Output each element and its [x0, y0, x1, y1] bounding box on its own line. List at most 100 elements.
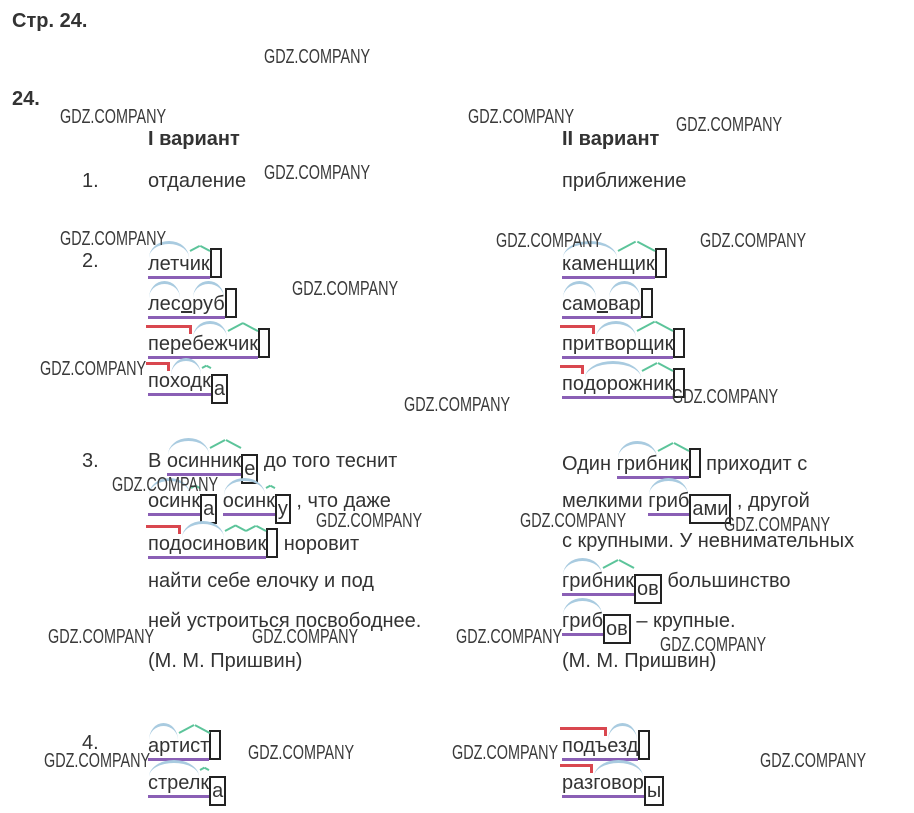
left-column-line: отдаление	[148, 168, 246, 194]
word-ending-box	[654, 248, 667, 278]
watermark: GDZ.COMPANY	[292, 278, 399, 300]
word-root: вар	[608, 293, 641, 315]
watermark: GDZ.COMPANY	[44, 750, 151, 772]
variant-left-heading: I вариант	[148, 128, 240, 150]
text-segment: найти себе елочку и под	[148, 570, 374, 592]
word-ending-box: а	[209, 776, 227, 806]
word-stem: осинк	[148, 490, 201, 516]
text-segment: , другой	[731, 490, 810, 512]
watermark: GDZ.COMPANY	[48, 626, 155, 648]
word-suffix: ик	[246, 533, 267, 555]
word-stem: каменщик	[562, 253, 655, 279]
word-ending-box: ов	[603, 614, 631, 644]
watermark: GDZ.COMPANY	[316, 510, 423, 532]
right-column-line: каменщик	[562, 248, 667, 279]
watermark: GDZ.COMPANY	[672, 386, 779, 408]
word-suffix: щик	[618, 253, 655, 275]
word-stem: перебежчик	[148, 333, 259, 359]
word-stem: артист	[148, 735, 210, 761]
word-root: гриб	[616, 453, 658, 475]
word-suffix: ник	[210, 450, 242, 472]
word-stem: лесоруб	[148, 293, 225, 319]
word-root: гриб	[562, 570, 604, 592]
right-column-line: самовар	[562, 288, 653, 319]
word-ending-box	[688, 448, 701, 478]
word-stem: осинник	[166, 450, 242, 476]
word-stem: грибник	[616, 453, 689, 479]
word-root: твор	[595, 333, 637, 355]
word-prefix: по	[562, 373, 584, 395]
word-prefix: при	[562, 333, 596, 355]
parsed-word: артист	[148, 730, 222, 761]
item-number: 3.	[82, 450, 99, 472]
left-column-line: лесоруб	[148, 288, 237, 319]
item-number: 2.	[82, 250, 99, 272]
word-root: летч	[148, 253, 190, 275]
watermark: GDZ.COMPANY	[40, 358, 147, 380]
text-segment: Один	[562, 453, 617, 475]
text-segment: большинство	[661, 570, 791, 592]
word-suffix: к	[202, 370, 211, 392]
watermark: GDZ.COMPANY	[264, 162, 371, 184]
left-column-line: артист	[148, 730, 222, 761]
word-suffix: чик	[227, 333, 259, 355]
watermark: GDZ.COMPANY	[724, 514, 831, 536]
word-stem: притворщик	[562, 333, 674, 359]
word-suffix: ов	[224, 533, 247, 555]
word-suffix: к	[266, 490, 275, 512]
text-segment: ней устроиться посвободнее.	[148, 610, 422, 632]
word-stem: гриб	[562, 610, 604, 636]
text-segment: , что даже	[290, 490, 391, 512]
word-stem: разговор	[562, 772, 644, 798]
word-root: лес	[148, 293, 182, 315]
word-stem: подосиновик	[148, 533, 267, 559]
watermark: GDZ.COMPANY	[496, 230, 603, 252]
word-ending-box: а	[210, 374, 228, 404]
parsed-word: грибник	[616, 448, 701, 479]
right-column-line: Один грибник приходит с	[562, 448, 807, 479]
word-prefix: пере	[148, 333, 193, 355]
word-prefix: раз	[562, 772, 594, 794]
word-stem: грибник	[562, 570, 635, 596]
parsed-word: подорожник	[562, 368, 686, 399]
word-stem: летчик	[148, 253, 210, 279]
text-segment: с крупными. У невнимательных	[562, 530, 855, 552]
word-suffix: ник	[657, 453, 689, 475]
watermark: GDZ.COMPANY	[760, 750, 867, 772]
word-suffix: ик	[189, 253, 210, 275]
text-segment: приближение	[562, 170, 687, 192]
word-ending-box: ами	[689, 494, 732, 524]
word-root: осин	[148, 490, 192, 512]
word-stem: подъезд	[562, 735, 639, 761]
word-prefix: по	[148, 370, 170, 392]
word-stem: самовар	[562, 293, 641, 319]
word-root: езд	[607, 735, 639, 757]
word-ending-box	[209, 730, 222, 760]
word-root: осин	[181, 533, 225, 555]
watermark: GDZ.COMPANY	[112, 474, 219, 496]
right-column-line: подъезд	[562, 730, 651, 761]
item-number: 1.	[82, 170, 99, 192]
parsed-word: каменщик	[562, 248, 667, 279]
watermark: GDZ.COMPANY	[452, 742, 559, 764]
text-segment: (М. М. Пришвин)	[562, 650, 717, 672]
word-suffix: щик	[636, 333, 674, 355]
word-root: камен	[562, 253, 619, 275]
watermark: GDZ.COMPANY	[676, 114, 783, 136]
word-root: говор	[593, 772, 644, 794]
text-segment: (М. М. Пришвин)	[148, 650, 303, 672]
watermark: GDZ.COMPANY	[404, 394, 511, 416]
word-ending-box	[209, 248, 222, 278]
parsed-word: летчик	[148, 248, 222, 279]
